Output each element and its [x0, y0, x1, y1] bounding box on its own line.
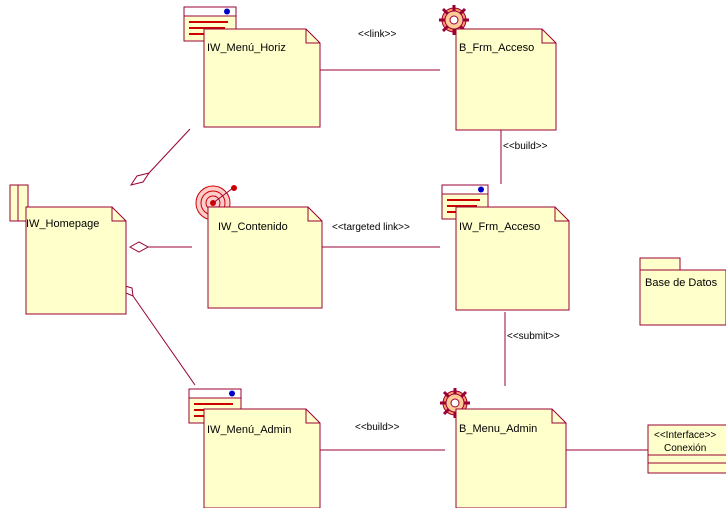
node-label: IW_Homepage: [26, 218, 99, 230]
edge-label-link: <<link>>: [358, 29, 397, 40]
node-iw-frm-acceso[interactable]: IW_Frm_Acceso: [441, 184, 570, 311]
node-b-menu-admin[interactable]: B_Menu_Admin: [440, 388, 567, 508]
node-conexion-interface[interactable]: <<Interface>> Conexión: [647, 424, 726, 474]
node-label: Conexión: [664, 443, 706, 454]
node-label: IW_Menú_Admin: [207, 424, 291, 436]
node-label: B_Frm_Acceso: [459, 42, 534, 54]
edge-label-build-top: <<build>>: [503, 141, 548, 152]
web-form-icon: [183, 6, 237, 42]
node-label: Base de Datos: [645, 277, 718, 289]
edge-label-build-bottom: <<build>>: [355, 422, 400, 433]
edge-label-targeted-link: <<targeted link>>: [332, 222, 410, 233]
node-base-de-datos[interactable]: Base de Datos: [639, 257, 726, 326]
edge-label-submit: <<submit>>: [507, 331, 560, 342]
node-iw-contenido[interactable]: IW_Contenido: [195, 185, 323, 309]
connectors: [124, 69, 648, 451]
aggregation-diamond-icon: [128, 241, 150, 253]
node-label: B_Menu_Admin: [459, 423, 537, 435]
node-iw-menu-admin[interactable]: IW_Menú_Admin: [188, 388, 321, 508]
node-b-frm-acceso[interactable]: B_Frm_Acceso: [439, 5, 557, 131]
node-iw-menu-horiz[interactable]: IW_Menú_Horiz: [183, 6, 321, 128]
node-label: IW_Contenido: [218, 221, 288, 233]
gear-icon: [439, 5, 469, 35]
node-iw-homepage[interactable]: IW_Homepage: [9, 184, 127, 315]
edge-labels: <<link>> <<build>> <<targeted link>> <<s…: [332, 29, 560, 433]
node-label: IW_Frm_Acceso: [459, 221, 540, 233]
interface-stereotype: <<Interface>>: [654, 430, 716, 441]
folder-page-icon: [9, 184, 29, 222]
edge-homepage-to-menu-admin[interactable]: [132, 295, 196, 386]
package-icon: [639, 257, 681, 271]
aggregation-diamond-icon: [129, 172, 151, 186]
node-label: IW_Menú_Horiz: [207, 42, 286, 54]
edge-homepage-to-menu-horiz[interactable]: [148, 128, 191, 174]
